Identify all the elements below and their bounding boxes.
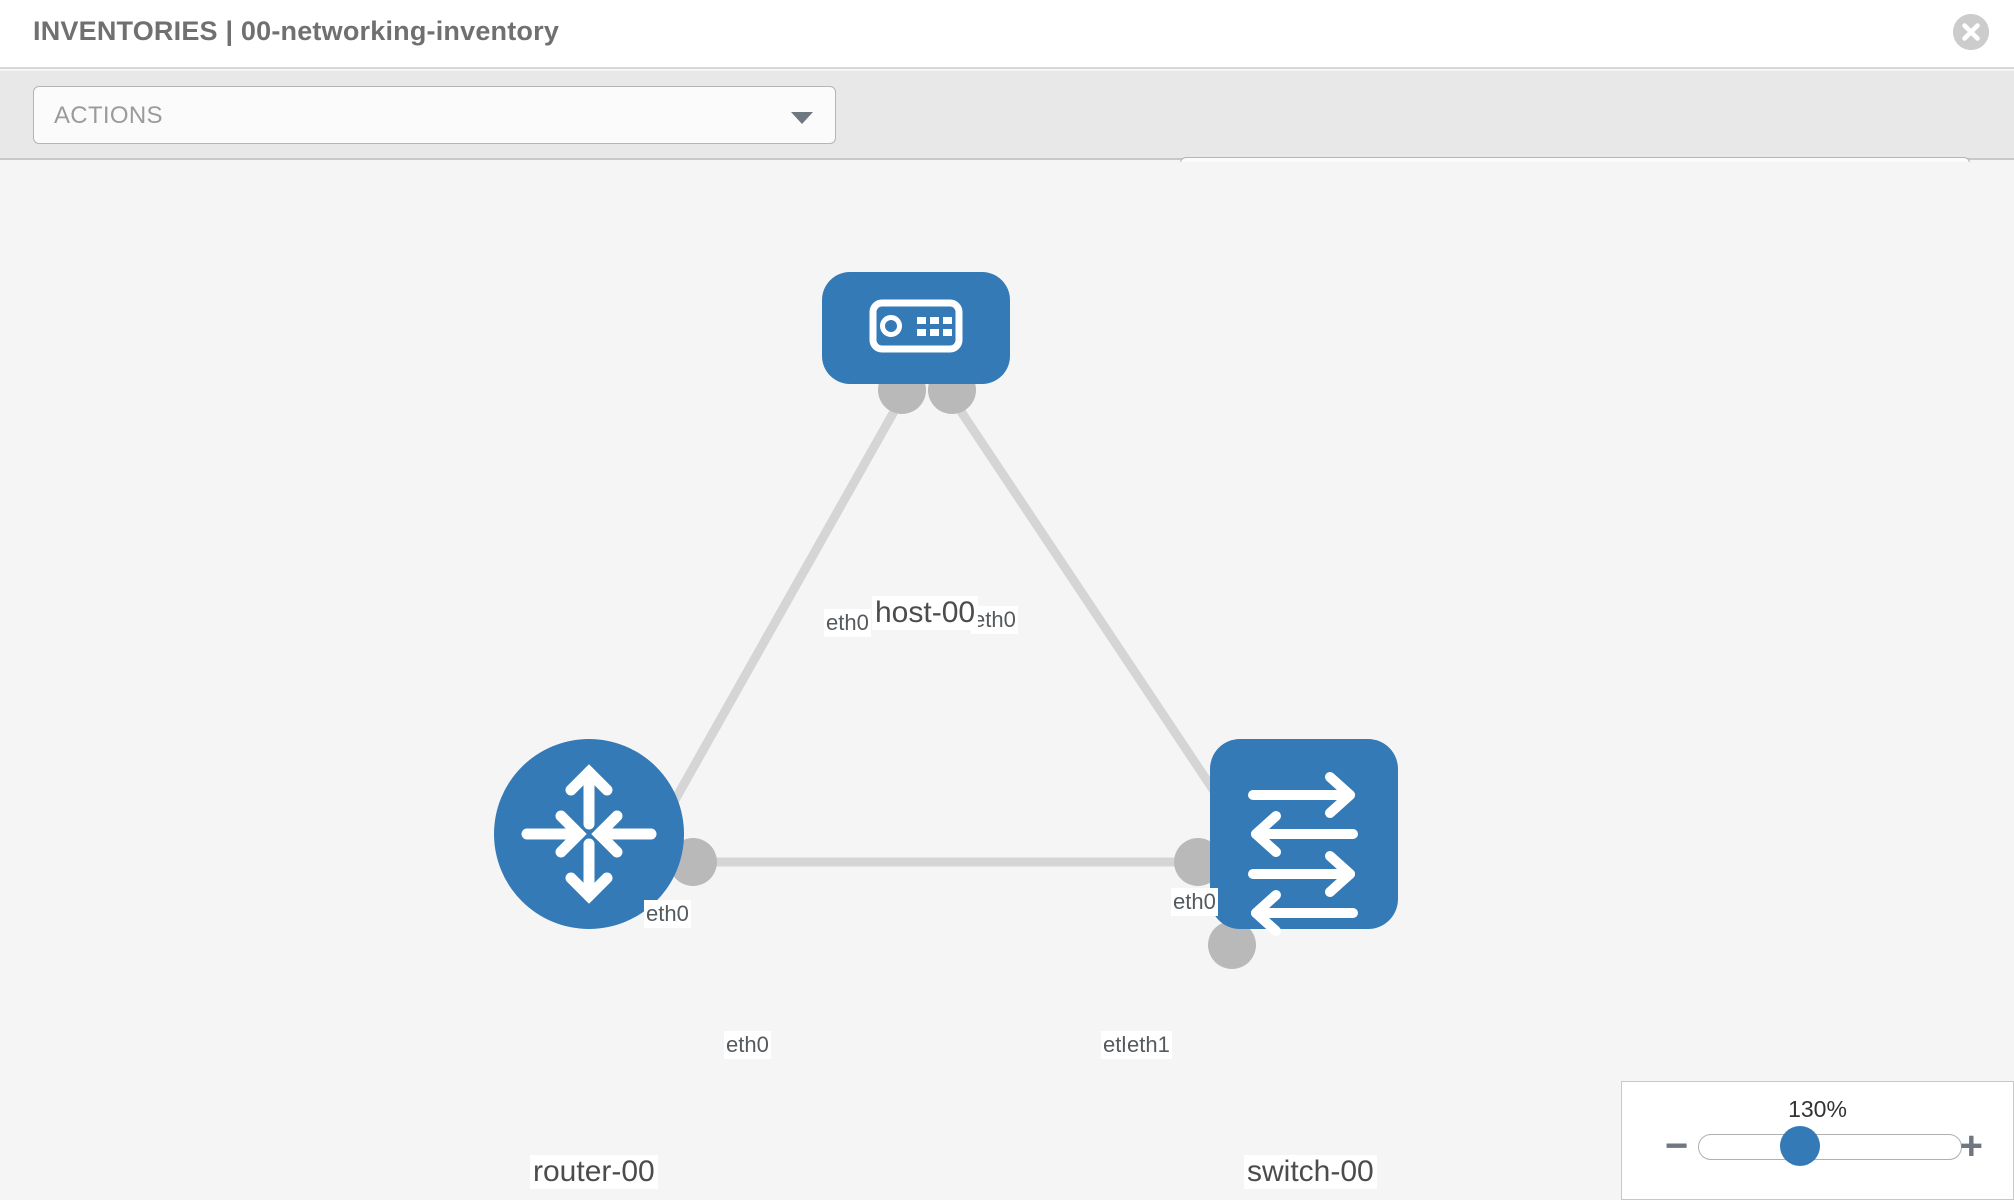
zoom-panel: 130% − + xyxy=(1621,1081,2014,1200)
node-label-host-00: host-00 xyxy=(872,596,979,630)
node-label-switch-00: switch-00 xyxy=(1244,1155,1377,1189)
topology-node-host-00 xyxy=(822,272,1010,384)
topology-graph xyxy=(494,272,1398,969)
edge-label: eth1 xyxy=(1125,1031,1172,1059)
zoom-out-button[interactable]: − xyxy=(1665,1124,1689,1168)
edge-label: eth0 xyxy=(971,606,1018,634)
topology-node-router-00 xyxy=(494,739,684,929)
topology-canvas[interactable]: eth0 eth0 eth0 eth0 eth0 eth eth1 host-0… xyxy=(0,162,2014,1200)
edge-label: eth0 xyxy=(644,900,691,928)
topology-edges xyxy=(636,389,1252,867)
edge-label: eth0 xyxy=(724,1031,771,1059)
server-icon xyxy=(869,299,963,353)
router-arrows-icon xyxy=(521,764,657,904)
actions-dropdown[interactable]: ACTIONS xyxy=(33,86,836,144)
topology-connectors xyxy=(669,366,1256,969)
chevron-down-icon xyxy=(791,112,813,124)
topology-node-switch-00 xyxy=(1210,739,1398,936)
page-title: INVENTORIES | 00-networking-inventory xyxy=(33,16,560,46)
zoom-in-button[interactable]: + xyxy=(1959,1124,1983,1168)
close-icon[interactable] xyxy=(1953,14,1989,50)
zoom-slider-track[interactable] xyxy=(1698,1134,1962,1160)
page-header: INVENTORIES | 00-networking-inventory xyxy=(0,0,2014,69)
actions-dropdown-label: ACTIONS xyxy=(54,102,163,129)
node-label-router-00: router-00 xyxy=(530,1155,658,1189)
edge-label: eth0 xyxy=(824,609,871,637)
zoom-slider-handle[interactable] xyxy=(1780,1126,1820,1166)
zoom-level-value: 130% xyxy=(1788,1096,1847,1122)
switch-arrows-icon xyxy=(1248,772,1358,936)
toolbar: ACTIONS SEARCH xyxy=(0,71,2014,215)
edge-label: eth0 xyxy=(1171,888,1218,916)
